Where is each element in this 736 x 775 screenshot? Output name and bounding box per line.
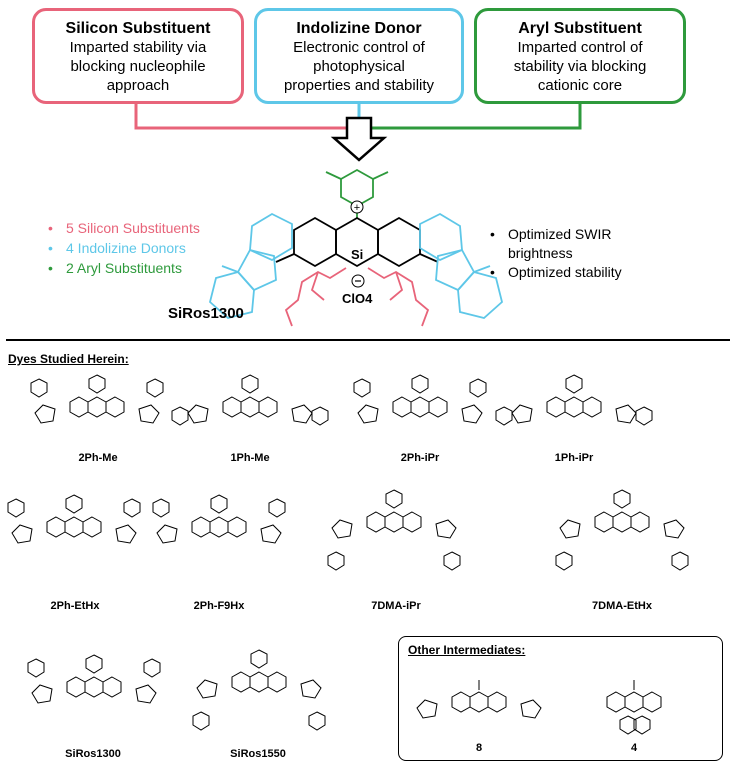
- plus-sign: +: [354, 202, 360, 214]
- optimized-swir-line1: Optimized SWIR: [490, 226, 611, 242]
- silicon-box-line1: Imparted stability via: [69, 39, 207, 56]
- count-aryl-substituents: 2 Aryl Substituents: [48, 260, 182, 276]
- indolizine-donor-box: Indolizine Donor Electronic control of p…: [254, 8, 464, 104]
- dye-caption-7dma-ethx: 7DMA-EtHx: [592, 600, 652, 612]
- dye-caption-2ph-ethx: 2Ph-EtHx: [50, 600, 100, 612]
- silicon-connector-line: [134, 104, 355, 130]
- indolizine-box-line2: photophysical: [313, 58, 405, 75]
- dye-caption-1ph-ipr: 1Ph-iPr: [554, 452, 594, 464]
- dye-structure-siros1550: [192, 649, 326, 731]
- silicon-box-line3: approach: [106, 77, 170, 94]
- indolizine-box-title: Indolizine Donor: [296, 20, 422, 37]
- indolizine-box-line1: Electronic control of: [293, 39, 425, 56]
- dye-caption-1ph-me: 1Ph-Me: [230, 452, 270, 464]
- main-si-atom-label: Si: [351, 247, 364, 262]
- intermediate-structure-8: [416, 680, 542, 719]
- dye-structure-1ph-ipr: [495, 374, 653, 426]
- down-arrow-icon: [330, 116, 388, 162]
- aryl-box-title: Aryl Substituent: [518, 20, 642, 37]
- dye-structure-2ph-ipr: [353, 374, 487, 424]
- dye-structure-2ph-me: [30, 374, 164, 424]
- aryl-box-line2: stability via blocking: [513, 58, 647, 75]
- optimized-stability: Optimized stability: [490, 264, 622, 280]
- optimized-swir-line2: brightness: [508, 245, 573, 261]
- dye-caption-siros1300: SiRos1300: [65, 748, 121, 760]
- count-silicon-substituents: 5 Silicon Substituents: [48, 220, 200, 236]
- silicon-box-title: Silicon Substituent: [65, 20, 211, 37]
- dye-caption-2ph-me: 2Ph-Me: [78, 452, 118, 464]
- aryl-box-line1: Imparted control of: [517, 39, 643, 56]
- dye-structure-siros1300: [27, 654, 161, 704]
- dye-caption-7dma-ipr: 7DMA-iPr: [371, 600, 421, 612]
- dye-structure-1ph-me: [171, 374, 329, 426]
- plus-charge-icon: [350, 200, 364, 214]
- count-indolizine-donors: 4 Indolizine Donors: [48, 240, 186, 256]
- dye-structures: [7, 374, 689, 735]
- aryl-substituent-box: Aryl Substituent Imparted control of sta…: [474, 8, 686, 104]
- dye-structure-2ph-f9hx: [152, 494, 286, 544]
- dye-structure-2ph-ethx: [7, 494, 141, 544]
- dye-structure-7dma-ipr: [327, 489, 461, 571]
- other-intermediates-box: [398, 636, 723, 761]
- intermediate-caption-4: 4: [630, 742, 638, 754]
- indolizine-box-line3: properties and stability: [283, 77, 435, 94]
- dyes-studied-title: Dyes Studied Herein:: [8, 352, 129, 366]
- intermediate-structure-4: [606, 680, 662, 735]
- dye-caption-2ph-f9hx: 2Ph-F9Hx: [193, 600, 245, 612]
- aryl-box-line3: cationic core: [537, 77, 623, 94]
- silicon-substituent-box: Silicon Substituent Imparted stability v…: [32, 8, 244, 104]
- intermediate-caption-8: 8: [475, 742, 483, 754]
- aryl-connector-line: [363, 104, 582, 130]
- dye-caption-siros1550: SiRos1550: [230, 748, 286, 760]
- silicon-box-line2: blocking nucleophile: [70, 58, 206, 75]
- other-intermediates-title: Other Intermediates:: [408, 643, 526, 657]
- main-counterion-text: ClO4: [342, 291, 373, 306]
- dye-structure-7dma-ethx: [555, 489, 689, 571]
- main-counterion-label: ClO4: [342, 291, 372, 306]
- dye-caption-2ph-ipr: 2Ph-iPr: [400, 452, 440, 464]
- main-molecule-name: SiRos1300: [168, 305, 244, 322]
